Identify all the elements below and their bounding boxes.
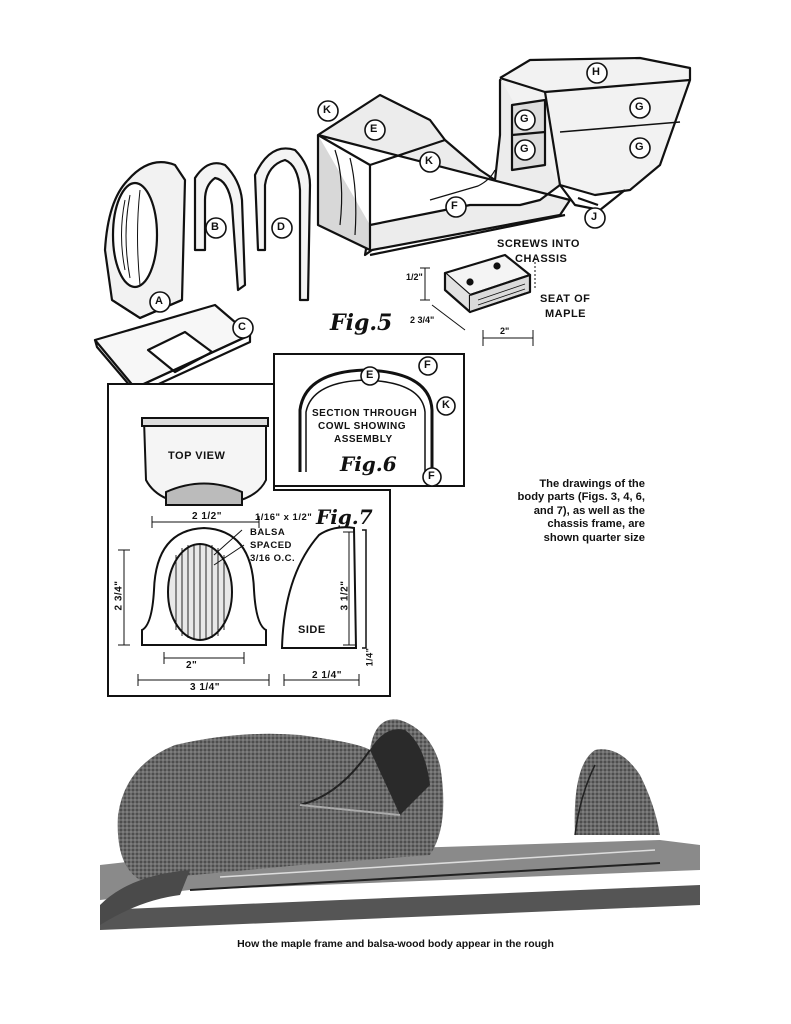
fig7-dim-base-width: 3 1/4" bbox=[190, 682, 220, 693]
seat-dim-depth: 2 3/4" bbox=[410, 315, 435, 325]
fig6-title: Fig.6 bbox=[340, 452, 397, 476]
part-label-e: E bbox=[370, 123, 378, 135]
part-label-k-2: K bbox=[425, 155, 434, 167]
part-label-a: A bbox=[155, 295, 164, 307]
screws-label-line1: SCREWS INTO bbox=[497, 238, 580, 250]
seat-label-line1: SEAT OF bbox=[540, 293, 591, 305]
part-label-f: F bbox=[451, 200, 459, 212]
rear-housing bbox=[499, 56, 692, 212]
fig6-label-k: K bbox=[442, 399, 451, 411]
seat-dim-width: 2" bbox=[500, 326, 510, 336]
fig5-part-labels: A B C D E F G G G G H J K K bbox=[0, 0, 791, 390]
fig7-balsa-line3: SPACED bbox=[250, 540, 292, 551]
part-b-hoop bbox=[193, 162, 247, 292]
photo-caption: How the maple frame and balsa-wood body … bbox=[237, 938, 554, 950]
fig7-dim-inner-width: 2" bbox=[186, 660, 198, 671]
seat-label-line2: MAPLE bbox=[545, 308, 586, 320]
fig7-dim-side-width: 2 1/4" bbox=[312, 670, 342, 681]
screws-label-line2: CHASSIS bbox=[515, 253, 568, 265]
photo-body-in-rough bbox=[100, 719, 700, 930]
fig6-label-f-top: F bbox=[424, 359, 432, 371]
part-label-g-2: G bbox=[520, 143, 530, 155]
fig7-frame-and-views bbox=[107, 383, 391, 697]
part-label-c: C bbox=[238, 321, 247, 333]
fig6-section-line1: SECTION THROUGH bbox=[312, 408, 418, 419]
part-label-g-1: G bbox=[520, 113, 530, 125]
fig5-letter-circles bbox=[149, 62, 651, 339]
fig7-dim-top-width: 2 1/2" bbox=[192, 511, 222, 522]
seat-dim-height: 1/2" bbox=[406, 272, 423, 282]
fig6-label-e: E bbox=[366, 369, 374, 381]
fig5-title: Fig.5 bbox=[330, 310, 393, 336]
fig7-side-label: SIDE bbox=[298, 624, 326, 636]
part-label-g-4: G bbox=[635, 141, 645, 153]
part-label-h: H bbox=[592, 66, 601, 78]
fig6-section-line2: COWL SHOWING bbox=[318, 421, 407, 432]
fig6-section-line3: ASSEMBLY bbox=[334, 434, 393, 445]
part-a-cowl-block bbox=[103, 161, 187, 320]
fig7-top-view-label: TOP VIEW bbox=[168, 450, 226, 462]
part-label-b: B bbox=[211, 221, 220, 233]
fig7-balsa-line1: 1/16" x 1/2" bbox=[255, 512, 313, 523]
part-d-hoop bbox=[253, 147, 312, 302]
fig7-dim-side-thickness: 1/4" bbox=[364, 647, 375, 667]
fig7-balsa-line2: BALSA bbox=[250, 527, 286, 538]
part-label-k-1: K bbox=[323, 104, 332, 116]
fig7-title: Fig.7 bbox=[316, 505, 373, 529]
fig6-label-f-bottom: F bbox=[428, 470, 436, 482]
maple-seat-block bbox=[420, 253, 536, 346]
fig6-frame-and-section bbox=[273, 353, 465, 487]
part-label-g-3: G bbox=[635, 101, 645, 113]
fig7-dim-height-left: 2 3/4" bbox=[113, 580, 125, 611]
fig5-exploded-drawing bbox=[93, 56, 692, 390]
figure-caption-quarter-size: The drawings of the body parts (Figs. 3,… bbox=[517, 478, 645, 544]
part-label-j: J bbox=[591, 211, 598, 223]
part-label-d: D bbox=[277, 221, 286, 233]
part-c-floor-plate bbox=[93, 303, 252, 390]
fig7-dim-side-height: 3 1/2" bbox=[339, 580, 351, 611]
fig7-balsa-line4: 3/16 O.C. bbox=[250, 553, 296, 564]
